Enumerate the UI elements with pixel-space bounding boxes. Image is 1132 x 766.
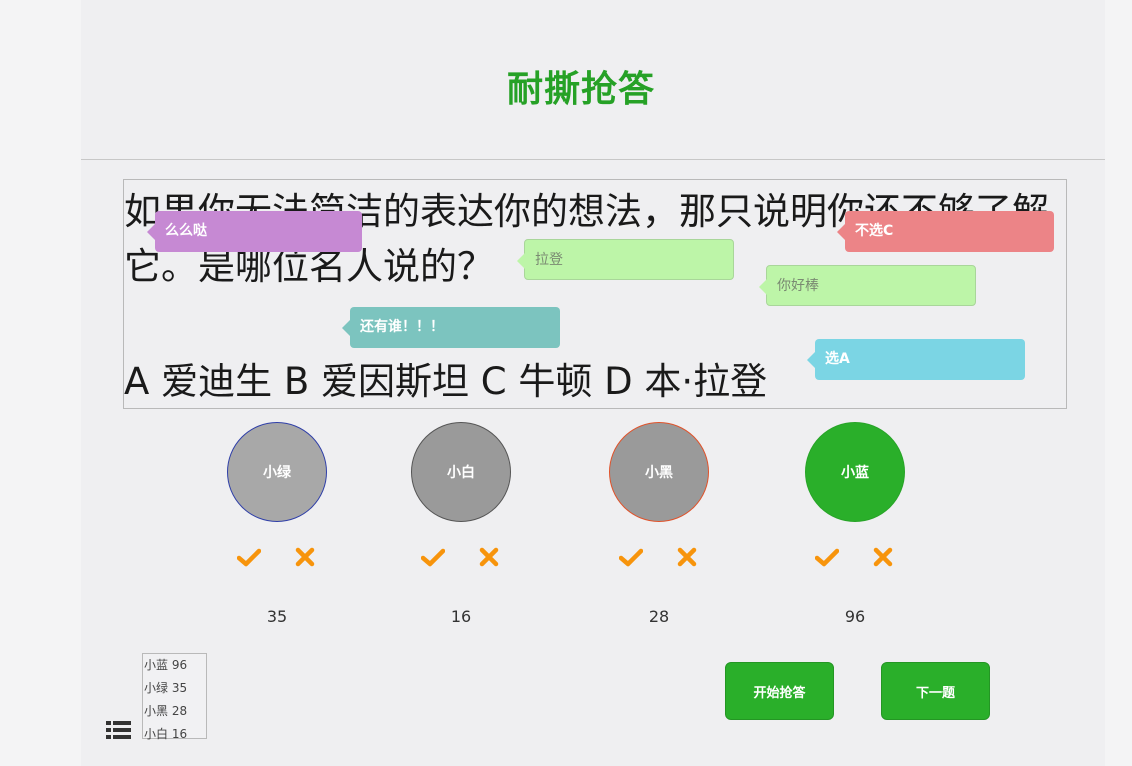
- ranking-name: 小黑: [144, 704, 169, 718]
- danmaku-text: 你好棒: [777, 278, 819, 294]
- ranking-score: 16: [171, 727, 188, 741]
- player-score: 35: [266, 607, 288, 626]
- page-title: 耐撕抢答: [506, 69, 655, 110]
- ranking-item: 小黑 28: [143, 700, 206, 723]
- ranking-score: 28: [171, 704, 188, 718]
- player-avatar[interactable]: 小白: [411, 422, 511, 522]
- ranking-list: 小蓝 96 小绿 35 小黑 28 小白 16: [142, 653, 207, 741]
- player-avatar[interactable]: 小绿: [227, 422, 327, 522]
- check-icon[interactable]: [619, 545, 643, 569]
- player-avatar[interactable]: 小蓝: [805, 422, 905, 522]
- ranking-score: 96: [171, 658, 188, 672]
- check-icon[interactable]: [815, 545, 839, 569]
- player-card: 小蓝 96: [805, 422, 905, 626]
- check-icon[interactable]: [421, 545, 445, 569]
- ranking-item: 小绿 35: [143, 677, 206, 700]
- player-name: 小绿: [263, 465, 291, 481]
- danmaku-text: 不选C: [855, 223, 894, 239]
- danmaku-bubble: 选A: [807, 339, 1025, 380]
- danmaku-text: 选A: [825, 351, 850, 367]
- player-avatar[interactable]: 小黑: [609, 422, 709, 522]
- danmaku-bubble: 不选C: [837, 211, 1054, 252]
- header-divider: [81, 159, 1105, 160]
- player-score: 96: [844, 607, 866, 626]
- ranking-score: 35: [171, 681, 188, 695]
- player-name: 小蓝: [841, 465, 869, 481]
- close-icon[interactable]: [293, 545, 317, 569]
- close-icon[interactable]: [675, 545, 699, 569]
- player-name: 小黑: [645, 465, 673, 481]
- main-panel: [81, 0, 1105, 766]
- ranking-name: 小绿: [144, 681, 169, 695]
- player-score: 16: [450, 607, 472, 626]
- question-options: A 爱迪生 B 爱因斯坦 C 牛顿 D 本·拉登: [124, 360, 768, 403]
- player-card: 小白 16: [411, 422, 511, 626]
- player-score: 28: [648, 607, 670, 626]
- ranking-name: 小白: [144, 727, 169, 741]
- danmaku-text: 么么哒: [165, 223, 207, 239]
- player-card: 小绿 35: [227, 422, 327, 626]
- danmaku-bubble: 拉登: [517, 239, 734, 280]
- danmaku-bubble: 么么哒: [147, 211, 362, 252]
- next-question-button[interactable]: 下一题: [881, 662, 990, 720]
- danmaku-bubble: 还有谁！！！: [342, 307, 560, 348]
- player-card: 小黑 28: [609, 422, 709, 626]
- danmaku-text: 拉登: [535, 252, 563, 268]
- close-icon[interactable]: [871, 545, 895, 569]
- ranking-item: 小蓝 96: [143, 654, 206, 677]
- check-icon[interactable]: [237, 545, 261, 569]
- list-icon[interactable]: [106, 719, 131, 741]
- start-answer-button[interactable]: 开始抢答: [725, 662, 834, 720]
- danmaku-text: 还有谁！！！: [360, 319, 444, 335]
- ranking-name: 小蓝: [144, 658, 169, 672]
- ranking-item: 小白 16: [143, 723, 206, 746]
- player-name: 小白: [447, 465, 475, 481]
- danmaku-bubble: 你好棒: [759, 265, 976, 306]
- close-icon[interactable]: [477, 545, 501, 569]
